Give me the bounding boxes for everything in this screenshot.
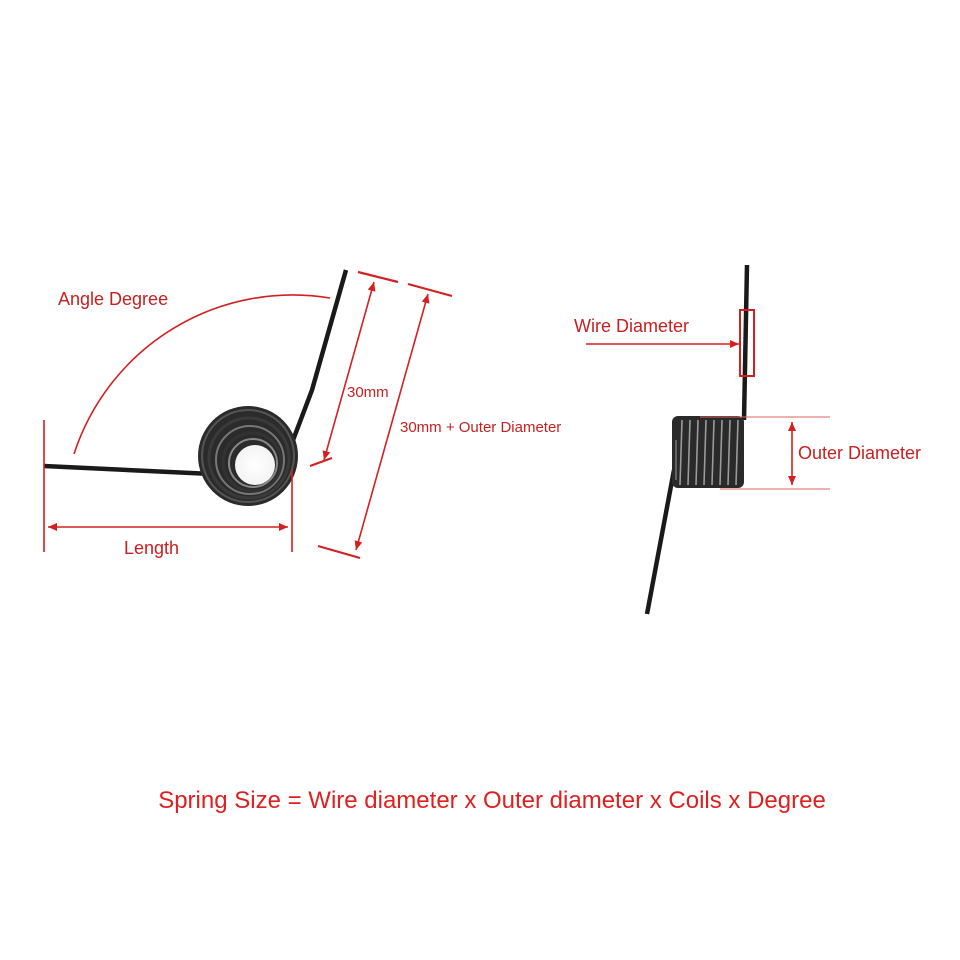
thirty-plus-od-tick-bottom	[317, 544, 361, 560]
bottom-leg	[644, 469, 677, 615]
coil-right	[672, 416, 744, 488]
left-spring-view: Angle Degree Length 30mm 30mm + Outer Di…	[43, 269, 561, 560]
spring-size-formula: Spring Size = Wire diameter x Outer diam…	[158, 787, 826, 814]
thirty-plus-od-tick-top	[407, 282, 453, 298]
outer-diameter-label: Outer Diameter	[798, 443, 921, 463]
angle-arc	[73, 294, 331, 455]
top-leg	[741, 264, 750, 421]
thirty-mm-label: 30mm	[347, 384, 389, 401]
thirty-plus-od-arrow	[354, 293, 430, 551]
thirty-mm-arrow	[322, 281, 376, 461]
thirty-plus-od-label: 30mm + Outer Diameter	[400, 419, 561, 436]
length-label: Length	[124, 538, 179, 558]
right-spring-view: Wire Diameter Outer Diameter	[574, 264, 921, 615]
angle-degree-label: Angle Degree	[58, 289, 168, 309]
wire-diameter-label: Wire Diameter	[574, 316, 689, 336]
thirty-mm-tick-top	[357, 270, 399, 284]
coil-left	[198, 406, 298, 506]
horizontal-leg	[43, 463, 213, 477]
wire-diameter-highlight	[739, 309, 755, 377]
thirty-mm-tick-bottom	[309, 456, 333, 468]
